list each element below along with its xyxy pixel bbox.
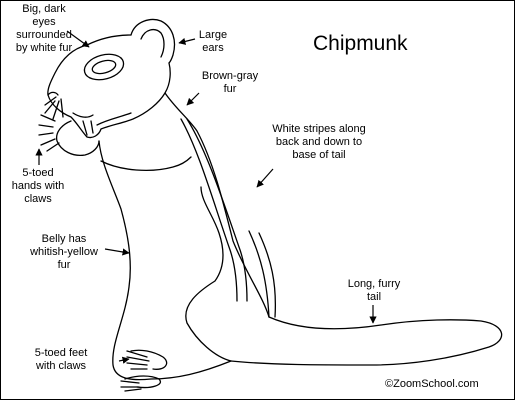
arrow-stripes [256,168,274,188]
tail-outline [230,316,503,366]
nose [47,91,59,96]
stripe-1 [180,118,238,302]
back-outline [164,92,270,318]
label-ears-line-1: Large [198,29,228,41]
label-eyes-line-3: surrounded [16,29,72,41]
arrow-belly [104,248,130,256]
label-tail-line-1: Long, furry [347,278,401,290]
front-foot [124,375,162,389]
label-hands-line-2: hands with [11,180,65,192]
label-eyes-line-1: Big, dark [22,3,66,15]
eye-inner [91,59,117,75]
head-top [86,34,132,46]
label-tail-line-2: tail [366,291,382,303]
label-fur: Brown-gray fur [195,70,265,96]
label-eyes-line-4: by white fur [15,42,73,54]
hand-claws [38,114,60,152]
cheek-line [96,112,132,126]
label-hands-line-1: 5-toed [22,167,54,179]
arrow-feet [118,356,130,364]
label-belly-line-2: whitish-yellow [30,246,98,258]
copyright-notice: ©ZoomSchool.com [385,378,479,390]
label-feet-line-1: 5-toed feet [34,347,88,359]
head-outline [47,44,171,139]
arrow-ears [178,37,196,45]
label-ears: Large ears [191,29,235,55]
label-stripes-line-2: back and down to [275,136,363,148]
hind-foot-claws [126,350,150,370]
label-feet: 5-toed feet with claws [19,347,103,373]
label-hands: 5-toed hands with claws [3,167,73,206]
diagram-title: Chipmunk [313,32,408,55]
stripe-3 [248,230,270,318]
hands [55,120,100,157]
label-fur-line-1: Brown-gray [201,70,259,82]
label-stripes: White stripes along back and down to bas… [259,123,379,162]
belly-outline [98,140,232,381]
front-foot-claws [120,380,142,392]
rear-leg [185,186,232,362]
label-hands-line-3: claws [24,193,52,205]
stripe-4 [258,232,277,318]
label-eyes: Big, dark eyes surrounded by white fur [3,3,85,55]
ear-outline [130,18,176,64]
hind-foot [130,349,168,370]
chest-fold [100,156,192,171]
label-belly-line-1: Belly has [41,233,87,245]
label-stripes-line-3: base of tail [292,149,346,161]
stripe-2 [186,118,248,302]
label-tail: Long, furry tail [337,278,411,304]
whiskers [44,96,64,120]
label-feet-line-2: with claws [35,360,87,372]
label-belly-line-3: fur [57,259,71,271]
label-ears-line-2: ears [202,42,224,54]
label-stripes-line-1: White stripes along [272,123,366,135]
label-belly: Belly has whitish-yellow fur [21,233,107,272]
teeth [82,120,94,136]
eye-outer [83,53,125,81]
mouth [72,112,94,118]
label-fur-line-2: fur [223,83,237,95]
label-eyes-line-2: eyes [32,16,56,28]
ear-inner [140,28,165,58]
arrow-eyes [66,30,90,48]
arrow-fur [186,92,200,106]
